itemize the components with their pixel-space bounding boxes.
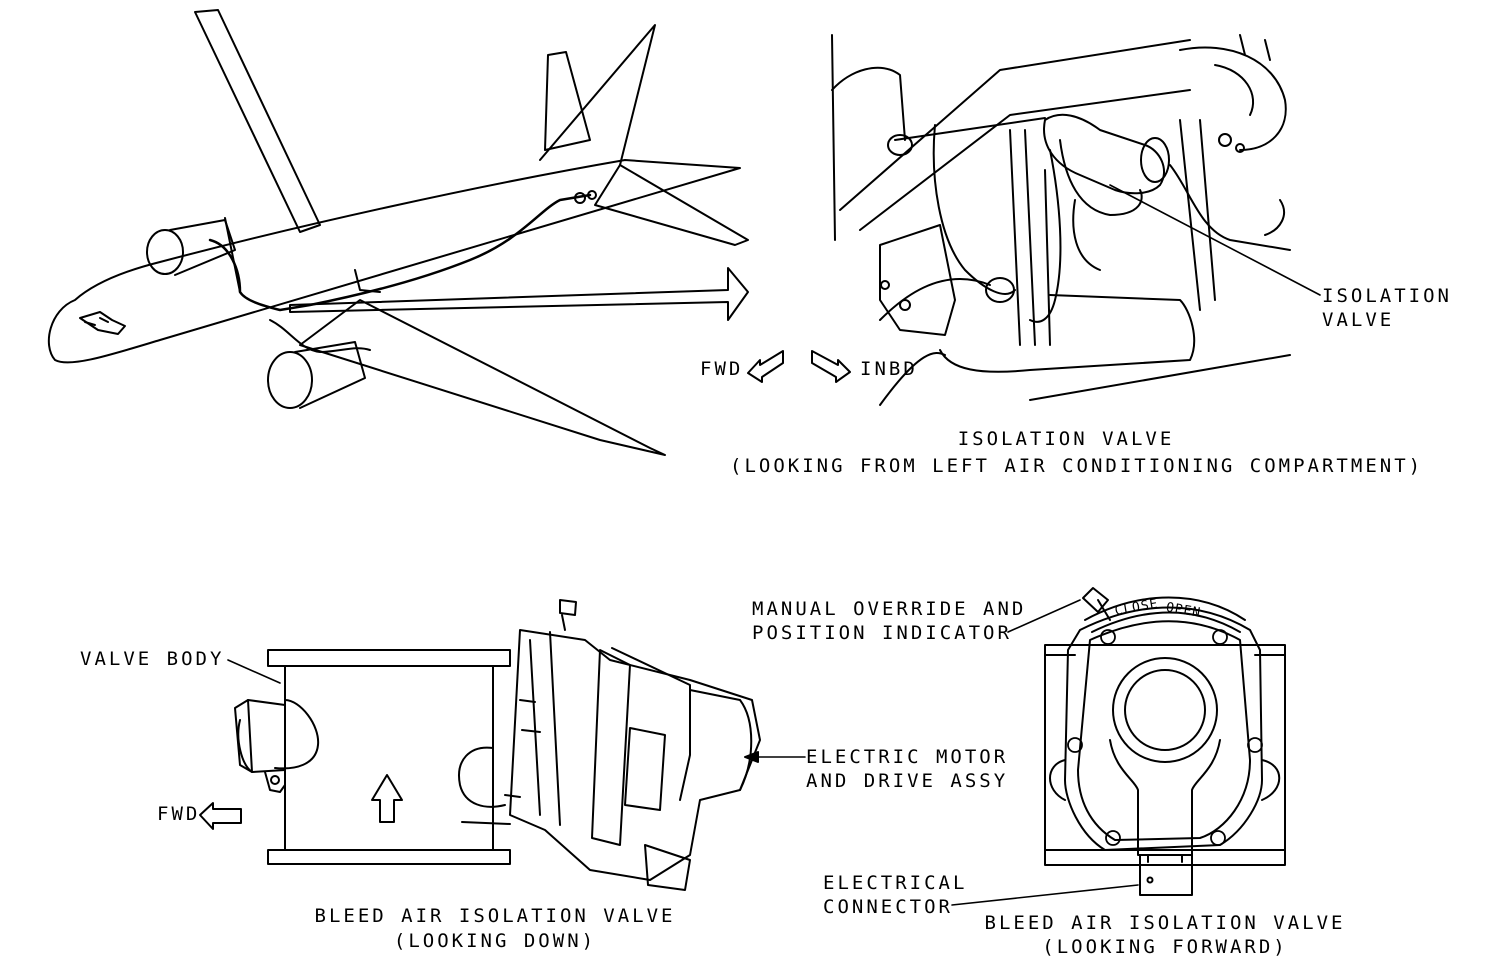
motor-label-line2: AND DRIVE ASSY [806,770,1009,792]
connector-label-line2: CONNECTOR [823,896,953,918]
looking-down-caption-subtitle: (LOOKING DOWN) [393,930,597,952]
isolation-valve-callout-line1: ISOLATION [1322,285,1452,307]
looking-forward-drawing [951,587,1286,906]
override-label-line2: POSITION INDICATOR [752,622,1012,644]
compartment-caption-title: ISOLATION VALVE [957,428,1175,450]
override-label-line1: MANUAL OVERRIDE AND [752,598,1027,620]
inbd-direction-label: INBD [860,358,918,380]
looking-down-caption-title: BLEED AIR ISOLATION VALVE [314,905,676,927]
airplane-drawing [47,9,749,456]
compartment-drawing [747,34,1321,406]
compartment-caption-subtitle: (LOOKING FROM LEFT AIR CONDITIONING COMP… [730,455,1424,477]
fwd-label: FWD [157,803,201,825]
looking-down-drawing [199,599,806,891]
fwd-direction-label: FWD [700,358,744,380]
motor-label-line1: ELECTRIC MOTOR [806,746,1009,768]
valve-body-label: VALVE BODY [80,648,225,670]
connector-label-line1: ELECTRICAL [823,872,968,894]
isolation-valve-callout-line2: VALVE [1322,309,1395,331]
looking-forward-caption-title: BLEED AIR ISOLATION VALVE [984,912,1346,934]
looking-forward-caption-subtitle: (LOOKING FORWARD) [1042,936,1288,958]
